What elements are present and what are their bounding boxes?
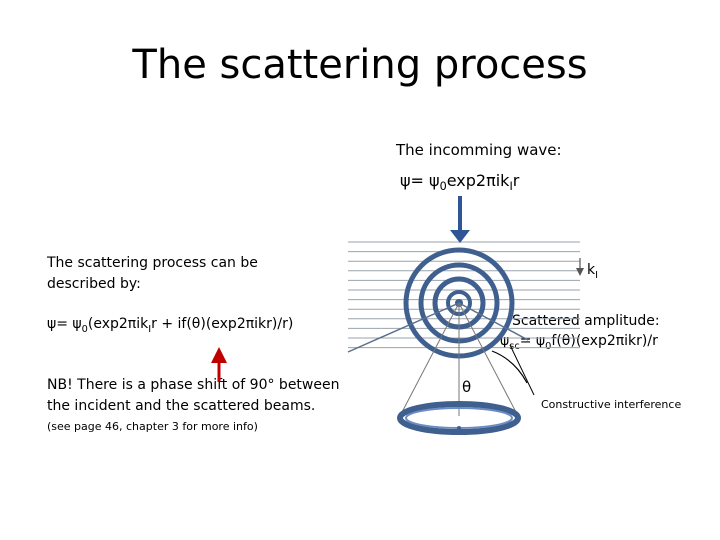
scat-part-2: = ψ	[519, 333, 546, 349]
description-line-1: The scattering process can be	[47, 255, 258, 271]
incoming-formula-sub0: 0	[439, 180, 447, 194]
theta-arc	[491, 350, 528, 384]
scat-sub-0: 0	[545, 340, 552, 352]
scattered-amplitude-label: Scattered amplitude:	[512, 313, 660, 329]
phase-shift-arrow	[211, 347, 227, 382]
k-sub: I	[595, 269, 598, 281]
reference-note: (see page 46, chapter 3 for more info)	[47, 420, 258, 433]
formula-part-2: (exp2πik	[87, 316, 149, 332]
scattered-ray-left	[347, 302, 460, 353]
scattering-cone	[397, 302, 521, 435]
incoming-wave-label: The incomming wave:	[396, 141, 562, 159]
scattering-formula: ψ= ψ0(exp2πikIr + if(θ)(exp2πikr)/r)	[47, 316, 293, 335]
scat-sub-sc: sc	[509, 340, 520, 352]
incoming-formula-main: ψ= ψ	[400, 171, 440, 190]
scat-part-1: ψ	[500, 333, 510, 349]
incoming-formula-end: r	[512, 171, 520, 190]
theta-label: θ	[462, 378, 472, 396]
incoming-wave-formula: ψ= ψ0exp2πikIr	[400, 171, 519, 193]
formula-sub-0: 0	[81, 323, 88, 335]
note-line-1: NB! There is a phase shift of 90° betwee…	[47, 377, 340, 393]
constructive-pointer	[509, 344, 535, 396]
k-main: k	[587, 262, 596, 278]
note-line-2: the incident and the scattered beams.	[47, 398, 316, 414]
wave-vector-label: kI	[587, 262, 598, 281]
incoming-arrow	[450, 196, 470, 243]
k-arrow	[576, 258, 584, 276]
scat-part-3: f(θ)(exp2πikr)/r	[551, 333, 658, 349]
incoming-formula-mid: exp2πik	[446, 171, 510, 190]
constructive-interference-label: Constructive interference	[541, 398, 682, 411]
formula-sub-i: I	[148, 323, 152, 335]
description-line-2: described by:	[47, 276, 141, 292]
incoming-formula-subI: I	[509, 180, 513, 194]
page-title: The scattering process	[132, 42, 588, 88]
formula-part-1: ψ= ψ	[47, 316, 82, 332]
scattered-amplitude-pointer	[458, 302, 529, 341]
scattered-amplitude-formula: ψsc= ψ0f(θ)(exp2πikr)/r	[500, 333, 658, 352]
formula-part-3: r + if(θ)(exp2πikr)/r)	[151, 316, 294, 332]
